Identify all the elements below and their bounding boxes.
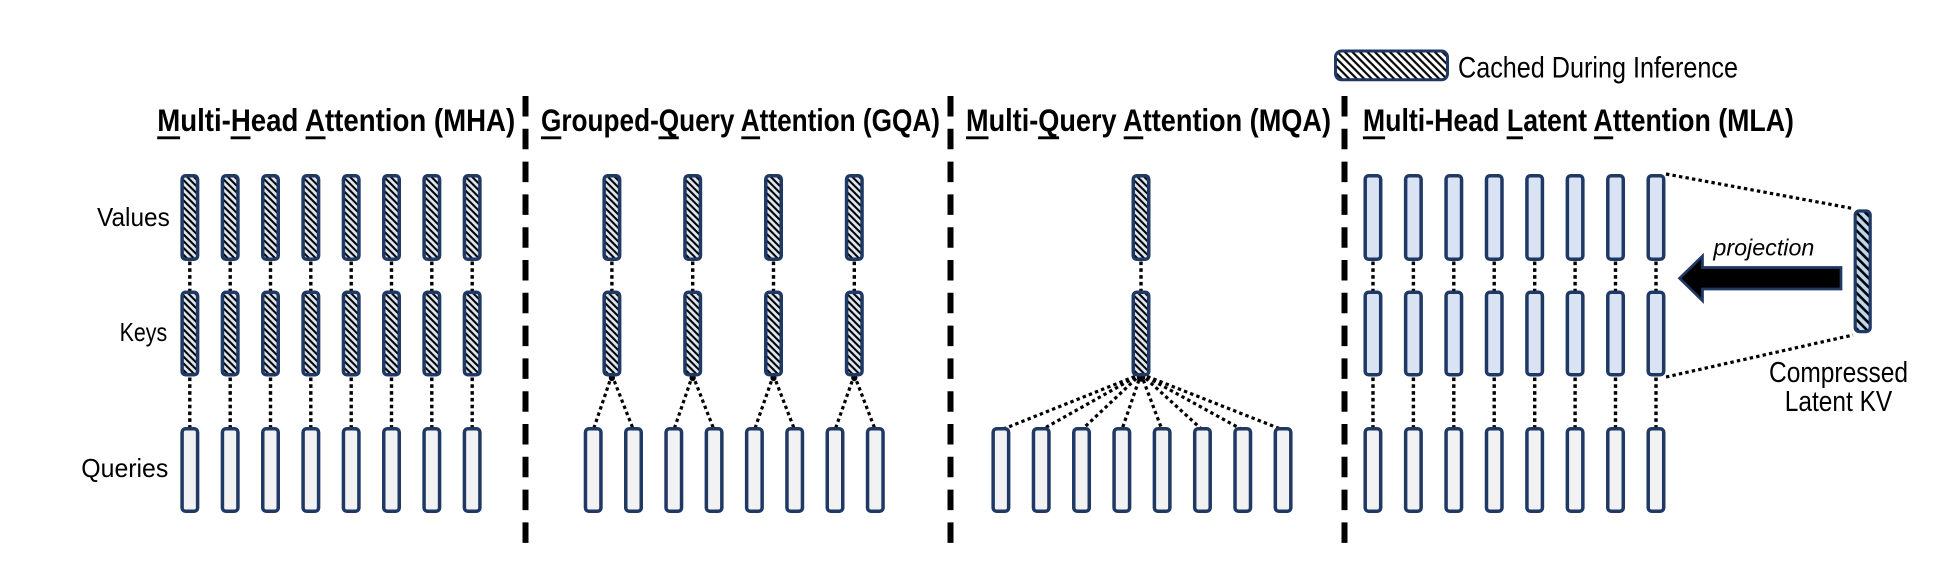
svg-text:Keys: Keys [120,317,168,347]
svg-text:Cached During Inference: Cached During Inference [1458,52,1738,85]
svg-text:Multi-Head Latent Attention (M: Multi-Head Latent Attention (MLA) [1363,102,1794,138]
svg-text:Queries: Queries [81,453,168,483]
svg-text:Grouped-Query Attention (GQA): Grouped-Query Attention (GQA) [541,102,940,138]
svg-text:Latent KV: Latent KV [1785,386,1893,418]
svg-text:Values: Values [97,202,170,232]
svg-text:projection: projection [1712,235,1814,261]
svg-text:Multi-Query Attention (MQA): Multi-Query Attention (MQA) [966,102,1331,138]
svg-text:Multi-Head Attention (MHA): Multi-Head Attention (MHA) [157,102,515,138]
svg-text:Compressed: Compressed [1769,357,1908,389]
